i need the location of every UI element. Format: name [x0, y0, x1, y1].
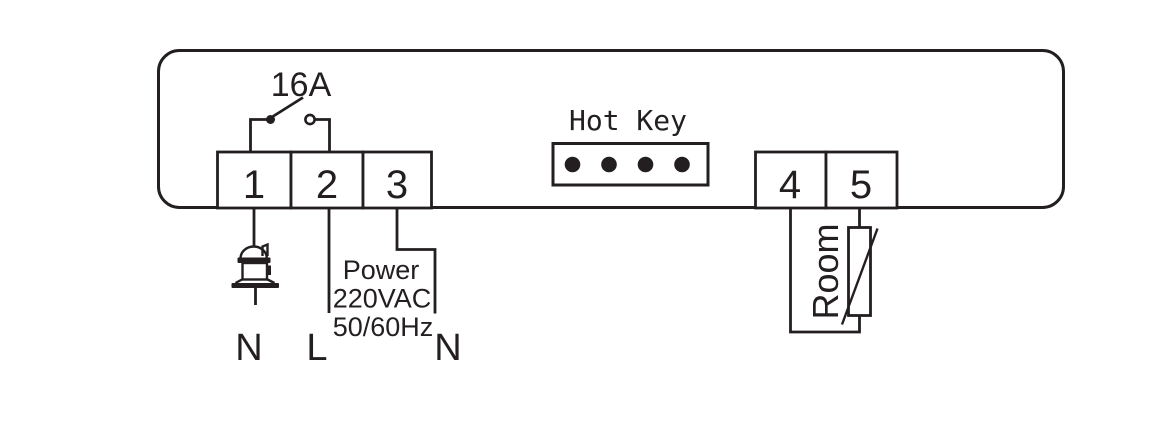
terminal-2-label: 2: [316, 163, 338, 207]
power-supply-label: Power 220VAC 50/60Hz: [333, 255, 434, 342]
compressor-collar: [237, 257, 271, 263]
relay-lever: [271, 96, 304, 119]
terminal-block-left: 1 2 3: [216, 150, 433, 210]
terminal-5: 5: [824, 150, 899, 210]
wire-terminal3-neutral: [395, 208, 437, 314]
hot-key-port: Hot Key: [551, 104, 710, 187]
compressor-dome: [239, 245, 269, 259]
terminal-4-label: 4: [779, 163, 801, 207]
terminal-block-right: 4 5: [754, 150, 899, 210]
terminal-3: 3: [361, 150, 433, 210]
relay-wire-left: [249, 118, 267, 152]
terminal-1: 1: [216, 150, 293, 210]
terminal-5-box: [824, 150, 899, 210]
terminal-2: 2: [289, 150, 365, 210]
power-label-line2: 220VAC: [333, 284, 432, 314]
terminal-3-label: 3: [386, 163, 408, 207]
terminal-3-box: [361, 150, 433, 210]
terminal-4: 4: [754, 150, 828, 210]
power-label-line1: Power: [343, 255, 420, 285]
live-label: L: [306, 327, 327, 369]
thermistor-icon: [840, 226, 879, 325]
compressor-pipe: [261, 242, 269, 256]
wire-terminal4-sensor: [789, 208, 861, 334]
compressor-base: [231, 283, 279, 288]
compressor-flare: [234, 278, 276, 285]
relay-contact-open: [304, 113, 316, 126]
neutral-label-right: N: [434, 327, 461, 369]
neutral-label-left: N: [235, 327, 262, 369]
relay-switch-icon: [249, 96, 331, 152]
relay-wire-right: [315, 118, 331, 152]
relay-rating-label: 16A: [271, 66, 332, 104]
terminal-5-label: 5: [850, 163, 872, 207]
terminal-1-label: 1: [243, 163, 265, 207]
hot-key-pin-icon: [564, 156, 581, 173]
power-label-line3: 50/60Hz: [333, 312, 434, 342]
terminal-2-box: [289, 150, 365, 210]
hot-key-pin-icon: [637, 156, 654, 173]
thermistor-body: [847, 226, 872, 317]
hot-key-pin-icon: [601, 156, 617, 173]
compressor-icon: [231, 242, 279, 288]
hot-key-label: Hot Key: [569, 104, 687, 137]
terminal-1-box: [216, 150, 293, 210]
thermistor-diagonal: [840, 228, 879, 325]
hot-key-pin-icon: [674, 156, 690, 173]
compressor-nub: [266, 265, 271, 275]
compressor-body: [241, 261, 269, 281]
terminal-4-box: [754, 150, 828, 210]
room-sensor-label: Room: [805, 223, 846, 319]
